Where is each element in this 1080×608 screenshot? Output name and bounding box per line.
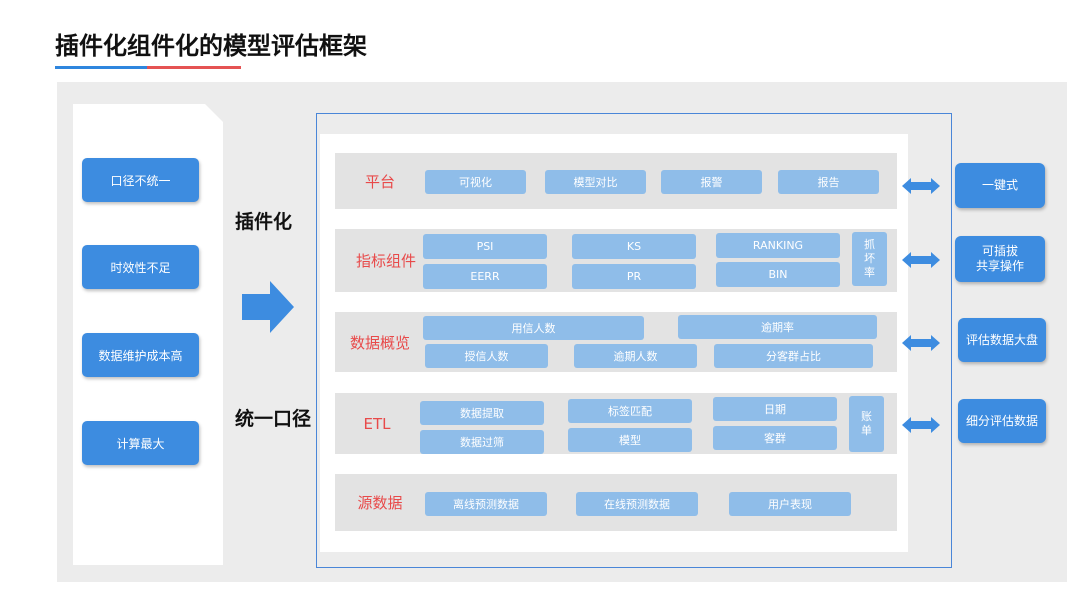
- chip-alarm: 报警: [661, 170, 762, 194]
- layer-source-label: 源数据: [357, 494, 403, 512]
- chip-user-performance: 用户表现: [729, 492, 851, 516]
- chip-model: 模型: [568, 428, 692, 452]
- chip-offline-prediction: 离线预测数据: [425, 492, 547, 516]
- chip-psi: PSI: [423, 234, 547, 259]
- chip-pr: PR: [572, 264, 696, 289]
- segment-eval-button: 细分评估数据: [958, 399, 1046, 443]
- issue-box: 时效性不足: [82, 245, 199, 289]
- chip-date: 日期: [713, 397, 837, 421]
- chip-data-filter: 数据过筛: [420, 430, 544, 454]
- chip-visualization: 可视化: [425, 170, 526, 194]
- layer-overview-label: 数据概览: [349, 333, 410, 352]
- layer-etl-label: ETL: [363, 414, 391, 433]
- chip-report: 报告: [778, 170, 879, 194]
- eval-dashboard-button: 评估数据大盘: [958, 318, 1046, 362]
- chip-segment-share: 分客群占比: [714, 344, 873, 368]
- chip-bin: BIN: [716, 262, 840, 287]
- double-arrow-icon: [902, 178, 940, 194]
- chip-bad-rate: 抓 坏 率: [852, 232, 887, 286]
- page-title: 插件化组件化的模型评估框架: [55, 32, 367, 60]
- layer-platform-label: 平台: [364, 172, 395, 191]
- chip-credit-users: 用信人数: [423, 316, 644, 340]
- chip-online-prediction: 在线预测数据: [576, 492, 698, 516]
- side-label-plugin: 插件化: [235, 211, 293, 233]
- chip-overdue-rate: 逾期率: [678, 315, 877, 339]
- right-arrow-icon: [242, 281, 294, 333]
- chip-overdue-users: 逾期人数: [574, 344, 697, 368]
- chip-customer-group: 客群: [713, 426, 837, 450]
- title-underline-blue: [55, 66, 147, 69]
- double-arrow-icon: [902, 417, 940, 433]
- chip-data-extract: 数据提取: [420, 401, 544, 425]
- issue-box: 计算最大: [82, 421, 199, 465]
- chip-model-compare: 模型对比: [545, 170, 646, 194]
- double-arrow-icon: [902, 335, 940, 351]
- chip-ks: KS: [572, 234, 696, 259]
- issue-box: 口径不统一: [82, 158, 199, 202]
- chip-eerr: EERR: [423, 264, 547, 289]
- title-underline-red: [147, 66, 241, 69]
- side-label-unified: 统一口径: [235, 408, 312, 430]
- framework-frame: [316, 113, 952, 568]
- one-click-button: 一键式: [955, 163, 1045, 208]
- double-arrow-icon: [902, 252, 940, 268]
- chip-bill: 账 单: [849, 396, 884, 452]
- chip-granted-users: 授信人数: [425, 344, 548, 368]
- chip-tag-match: 标签匹配: [568, 399, 692, 423]
- layer-metrics-label: 指标组件: [355, 252, 416, 270]
- chip-ranking: RANKING: [716, 233, 840, 258]
- pluggable-shared-button: 可插拔 共享操作: [955, 236, 1045, 282]
- issue-box: 数据维护成本高: [82, 333, 199, 377]
